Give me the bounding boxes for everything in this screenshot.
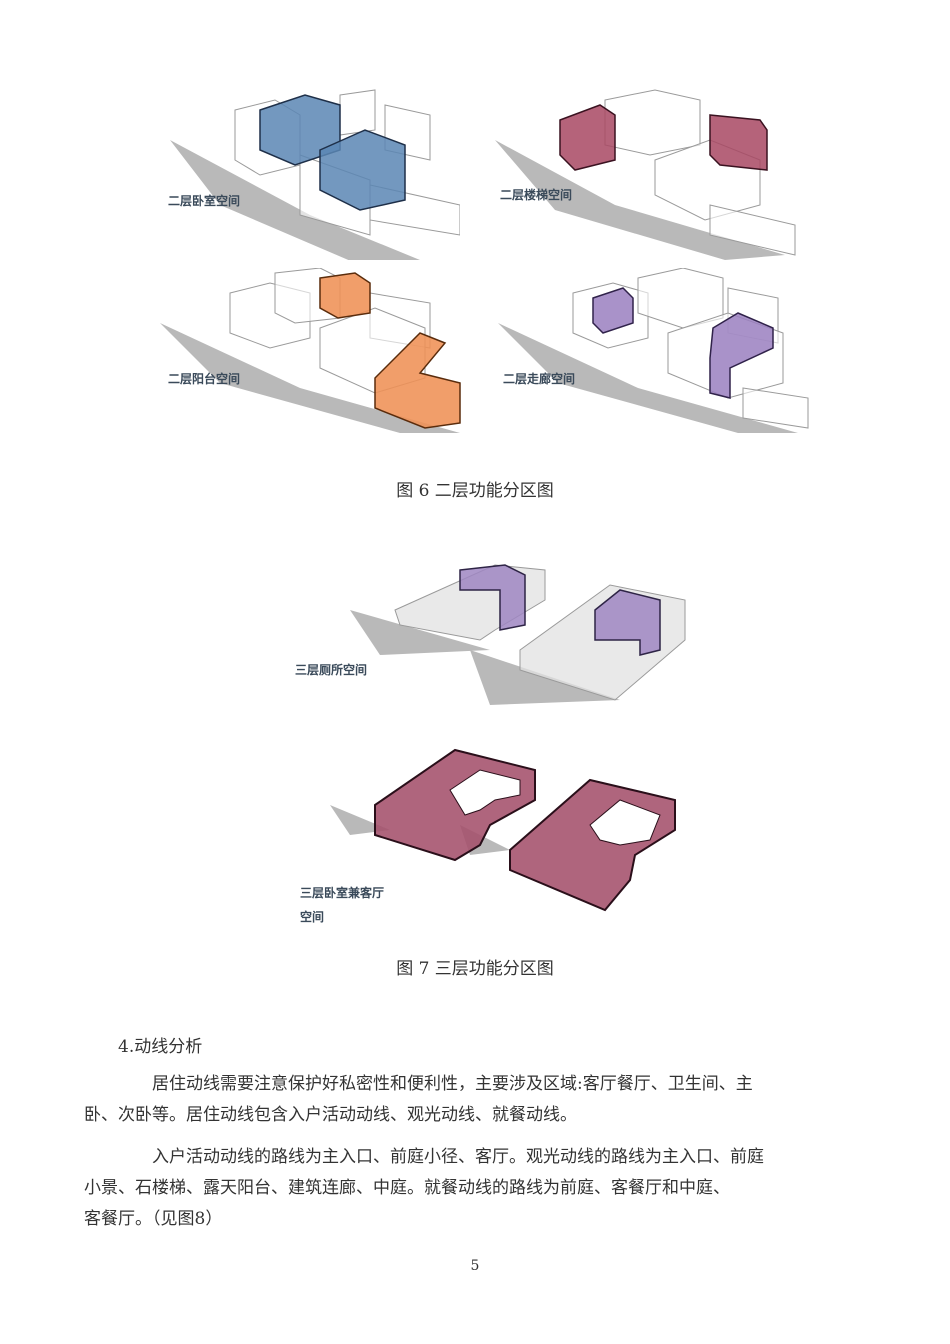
paragraph-line: 居住动线需要注意保护好私密性和便利性，主要涉及区域:客厅餐厅、卫生间、主 xyxy=(152,1074,753,1094)
paragraph-line: 客餐厅。（见图8） xyxy=(84,1209,223,1229)
diagram-label: 二层阳台空间 xyxy=(168,372,241,386)
paragraph-line: 卧、次卧等。居住动线包含入户活动动线、观光动线、就餐动线。 xyxy=(84,1105,577,1125)
paragraph-line: 小景、石楼梯、露天阳台、建筑连廊、中庭。就餐动线的路线为前庭、客餐厅和中庭、 xyxy=(84,1178,730,1198)
figure-6-corridor-diagram: 二层走廊空间 xyxy=(498,268,818,433)
figure-6-caption: 图 6 二层功能分区图 xyxy=(396,481,554,501)
diagram-label: 二层卧室空间 xyxy=(168,194,241,208)
figure-6-stair-diagram: 二层楼梯空间 xyxy=(495,85,815,260)
figure-7-bedroom-living-diagram: 三层卧室兼客厅 空间 xyxy=(290,745,710,924)
figure-6-balcony-diagram: 二层阳台空间 xyxy=(160,268,480,433)
page-number: 5 xyxy=(470,1258,480,1274)
paragraph-2: 入户活动动线的路线为主入口、前庭小径、客厅。观光动线的路线为主入口、前庭 小景、… xyxy=(84,1142,838,1235)
paragraph-line: 入户活动动线的路线为主入口、前庭小径、客厅。观光动线的路线为主入口、前庭 xyxy=(152,1147,764,1167)
diagram-label: 二层楼梯空间 xyxy=(500,188,573,202)
paragraph-1: 居住动线需要注意保护好私密性和便利性，主要涉及区域:客厅餐厅、卫生间、主 卧、次… xyxy=(84,1069,838,1131)
diagram-label-line2: 空间 xyxy=(300,910,325,924)
diagram-label-line1: 三层卧室兼客厅 xyxy=(300,886,385,900)
figure-6-bedroom-diagram: 二层卧室空间 xyxy=(160,85,460,260)
diagram-label: 三层厕所空间 xyxy=(295,663,368,677)
diagram-label: 二层走廊空间 xyxy=(503,372,576,386)
section-heading: 4.动线分析 xyxy=(118,1037,203,1057)
figure-7-toilet-diagram: 三层厕所空间 xyxy=(290,545,710,710)
figure-7-caption: 图 7 三层功能分区图 xyxy=(396,959,554,979)
